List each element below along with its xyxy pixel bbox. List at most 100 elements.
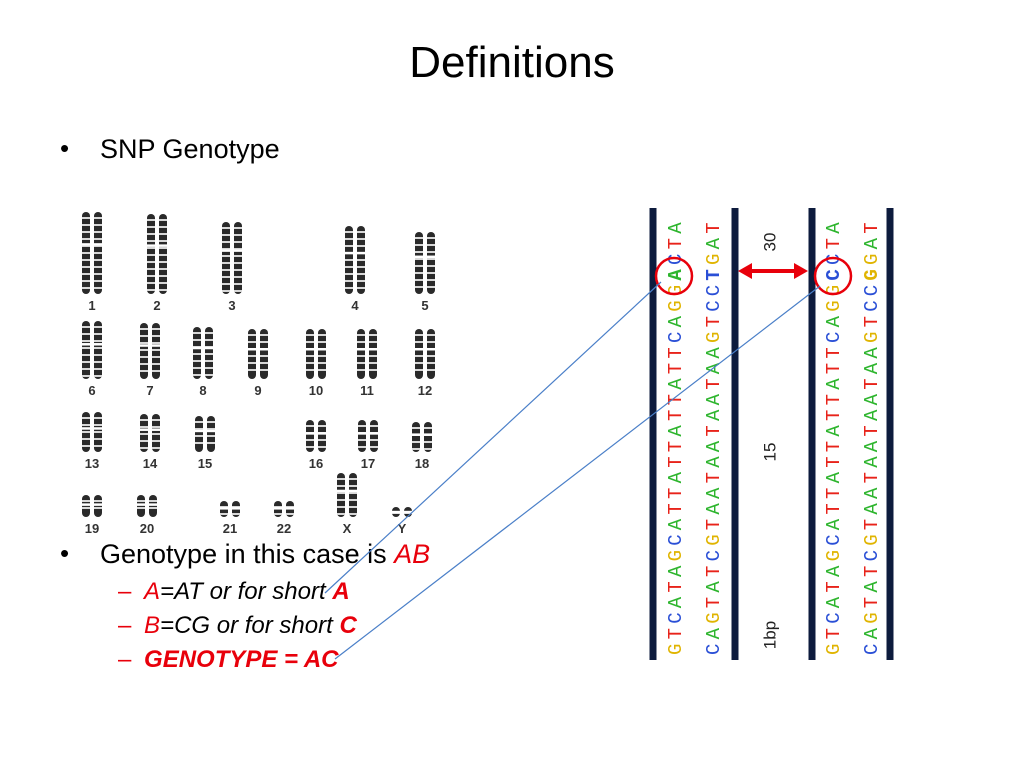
allele-b: B — [144, 612, 161, 639]
chromosome-pair: 18 — [411, 422, 433, 471]
genotype-case-text: Genotype in this case is — [100, 539, 395, 569]
bullet-snp-genotype: SNP Genotype — [100, 134, 280, 164]
svg-text:A: A — [703, 393, 725, 405]
svg-text:A: A — [823, 518, 845, 530]
label-15: 15 — [760, 443, 779, 462]
chromosome-label: 16 — [309, 456, 323, 471]
svg-text:T: T — [823, 581, 845, 592]
svg-text:T: T — [861, 519, 883, 530]
label-30: 30 — [760, 233, 779, 252]
svg-text:T: T — [861, 316, 883, 327]
chromosome-label: 3 — [228, 298, 235, 313]
svg-text:T: T — [861, 378, 883, 389]
svg-text:A: A — [665, 222, 687, 234]
allele-a-desc: =AT or for short — [160, 578, 333, 605]
svg-text:T: T — [823, 503, 845, 514]
allele-a-short: A — [332, 578, 350, 605]
chromosome-pair: X — [336, 473, 358, 536]
chromosome-pair: 11 — [356, 329, 378, 398]
svg-text:A: A — [861, 581, 883, 593]
chromosome-pair: 2 — [146, 214, 168, 313]
svg-text:A: A — [665, 518, 687, 530]
svg-text:A: A — [823, 378, 845, 390]
chromosome-label: 19 — [85, 521, 99, 536]
chromosome-pair: 20 — [136, 495, 158, 536]
svg-text:A: A — [665, 425, 687, 437]
chromosome-pair: 9 — [247, 329, 269, 398]
svg-text:T: T — [823, 441, 845, 452]
svg-text:A: A — [703, 581, 725, 593]
svg-text:G: G — [861, 332, 883, 343]
svg-text:G: G — [861, 254, 883, 265]
chromosome-pair: 12 — [414, 329, 436, 398]
chromosome-label: 6 — [88, 383, 95, 398]
svg-text:T: T — [823, 410, 845, 421]
allele-a: A — [144, 578, 161, 605]
svg-text:G: G — [703, 332, 725, 343]
svg-text:T: T — [861, 425, 883, 436]
svg-text:A: A — [665, 596, 687, 608]
allele-b-short: C — [339, 612, 357, 639]
svg-text:A: A — [861, 362, 883, 374]
svg-text:T: T — [823, 238, 845, 249]
svg-text:G: G — [861, 269, 883, 280]
dash-marker: – — [118, 578, 132, 605]
svg-text:A: A — [703, 503, 725, 515]
chromosome-label: Y — [398, 521, 407, 536]
chromosome-label: 13 — [85, 456, 99, 471]
chromosome-pair: 8 — [192, 327, 214, 398]
svg-text:A: A — [861, 503, 883, 515]
svg-text:C: C — [665, 534, 687, 545]
svg-text:G: G — [823, 300, 845, 311]
chromosome-label: 9 — [254, 383, 261, 398]
sub-bullet-b: – B=CG or for short C — [118, 612, 357, 640]
svg-text:T: T — [665, 410, 687, 421]
bullet-marker: • — [60, 133, 70, 163]
svg-text:C: C — [861, 285, 883, 296]
svg-text:A: A — [861, 409, 883, 421]
chromosome-label: 21 — [223, 521, 237, 536]
allele-b-desc: =CG or for short — [160, 612, 340, 639]
svg-text:A: A — [823, 315, 845, 327]
svg-text:A: A — [861, 440, 883, 452]
svg-text:A: A — [861, 456, 883, 468]
chromosome-label: 18 — [415, 456, 429, 471]
chromosome-pair: 13 — [81, 412, 103, 471]
chromosome-pair: Y — [391, 507, 413, 536]
svg-text:C: C — [703, 285, 725, 296]
svg-text:G: G — [665, 300, 687, 311]
svg-text:A: A — [861, 237, 883, 249]
svg-text:T: T — [703, 425, 725, 436]
svg-text:T: T — [823, 456, 845, 467]
svg-text:G: G — [703, 534, 725, 545]
chromosome-pair: 21 — [219, 501, 241, 536]
svg-text:A: A — [823, 565, 845, 577]
chromosome-label: 5 — [421, 298, 428, 313]
svg-text:T: T — [703, 519, 725, 530]
svg-text:T: T — [665, 238, 687, 249]
svg-text:A: A — [665, 315, 687, 327]
svg-text:T: T — [703, 378, 725, 389]
chromosome-pair: 7 — [139, 323, 161, 398]
svg-text:G: G — [665, 644, 687, 655]
svg-text:A: A — [823, 596, 845, 608]
svg-text:A: A — [823, 425, 845, 437]
sub-bullet-genotype: – GENOTYPE = AC — [118, 646, 339, 674]
svg-text:A: A — [861, 627, 883, 639]
svg-text:T: T — [703, 316, 725, 327]
svg-text:T: T — [823, 488, 845, 499]
svg-text:T: T — [861, 222, 883, 233]
svg-text:A: A — [861, 487, 883, 499]
genotype-result: GENOTYPE = AC — [144, 646, 339, 673]
svg-text:T: T — [665, 441, 687, 452]
svg-text:T: T — [703, 566, 725, 577]
chromosome-pair: 5 — [414, 232, 436, 313]
svg-text:C: C — [823, 534, 845, 545]
svg-text:G: G — [665, 550, 687, 561]
svg-text:C: C — [823, 332, 845, 343]
svg-text:A: A — [823, 471, 845, 483]
chromosome-pair: 17 — [357, 420, 379, 471]
